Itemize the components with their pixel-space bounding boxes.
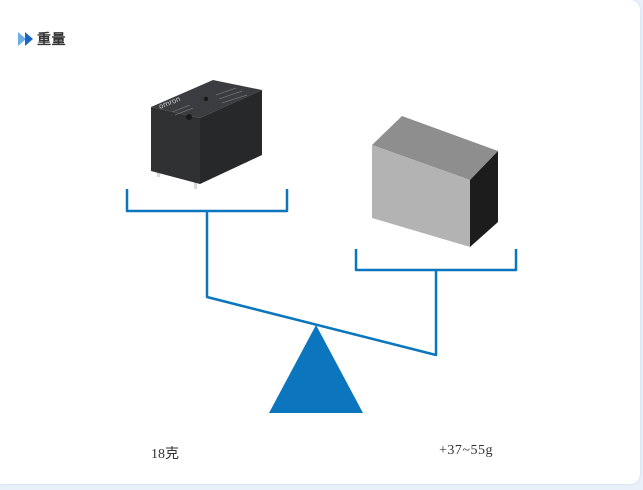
- gray-block-image: [372, 116, 498, 247]
- left-weight-label: 18克: [151, 447, 179, 462]
- relay-image: omron: [151, 80, 262, 189]
- scale-beam: [125, 189, 518, 357]
- section-header: 重量: [18, 29, 66, 49]
- fulcrum-triangle: [269, 325, 363, 413]
- double-arrow-right-icon: [18, 32, 34, 46]
- section-title: 重量: [37, 32, 66, 48]
- right-weight-label: +37~55g: [439, 443, 493, 458]
